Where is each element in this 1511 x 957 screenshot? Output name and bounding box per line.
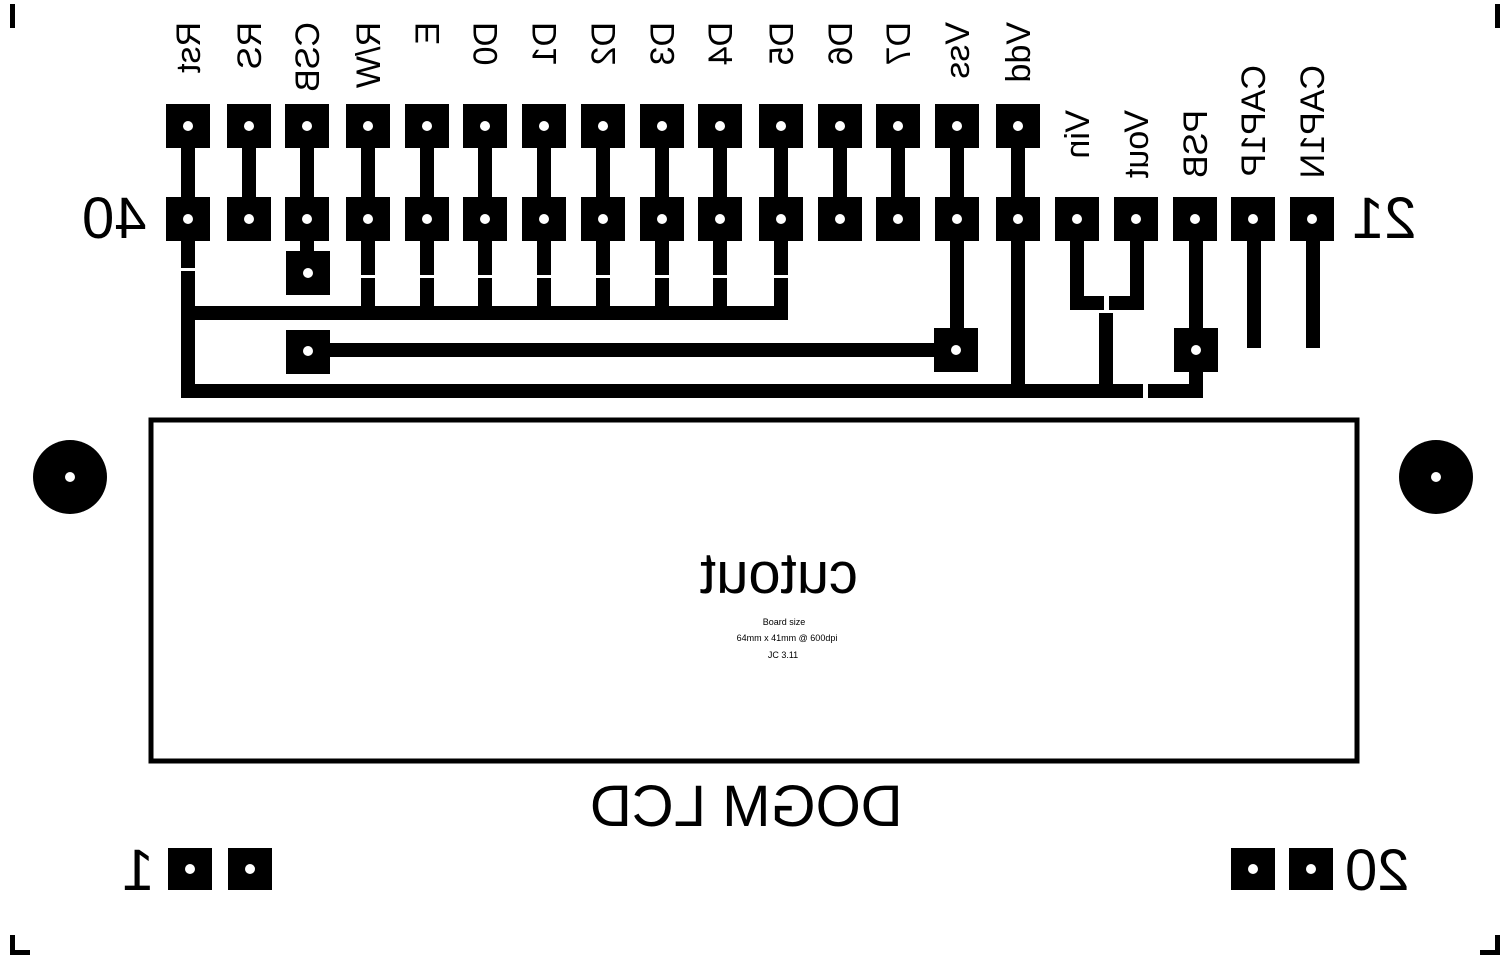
mounting-hole-right	[1399, 440, 1473, 514]
pad-31-drill	[715, 214, 725, 224]
pin-label-9: D4	[702, 22, 740, 65]
pad-35-drill	[480, 214, 490, 224]
pin-label-6: D1	[526, 22, 564, 65]
pin-label-12: D7	[880, 22, 918, 65]
pad-top-30-drill	[776, 121, 786, 131]
pin-label-text-7: D2	[585, 22, 623, 65]
pad-33-drill	[598, 214, 608, 224]
pad-top-40-drill	[183, 121, 193, 131]
pin-label-5: D0	[467, 22, 505, 65]
pad-37-drill	[363, 214, 373, 224]
pin-label-text-13: Vss	[939, 22, 977, 79]
pin-label-text-9: D4	[702, 22, 740, 65]
pad-21-drill	[1307, 214, 1317, 224]
pad-row-top	[166, 104, 1040, 148]
pad-top-28-drill	[893, 121, 903, 131]
pin-label-1: RS	[231, 22, 269, 69]
pad-29-drill	[835, 214, 845, 224]
pin-label-0: Rst	[170, 22, 208, 74]
pin-label-text-8: D3	[644, 22, 682, 65]
pin-label-13: Vss	[939, 22, 977, 79]
pin-label-text-17: PSB	[1177, 110, 1215, 178]
pad-39-drill	[244, 214, 254, 224]
extra-pads	[286, 251, 1218, 374]
bottom-pads-right	[1231, 848, 1333, 890]
pin-label-text-4: E	[409, 22, 447, 45]
pin-label-2: CSB	[289, 22, 327, 92]
pad-top-34-drill	[539, 121, 549, 131]
pin-label-11: D6	[822, 22, 860, 65]
pad-36-drill	[422, 214, 432, 224]
pin-label-text-11: D6	[822, 22, 860, 65]
pin-label-text-1: RS	[231, 22, 269, 69]
pad-28-drill	[893, 214, 903, 224]
pin-label-15: Vin	[1059, 110, 1097, 159]
pad-25-drill	[1072, 214, 1082, 224]
pad-40-drill	[183, 214, 193, 224]
pin-label-16: Vout	[1118, 110, 1156, 179]
pin-label-text-10: D5	[763, 22, 801, 65]
pad-top-33-drill	[598, 121, 608, 131]
display-cutout-outline	[148, 417, 1360, 764]
pad-top-29-drill	[835, 121, 845, 131]
bottom-pads-left	[168, 848, 272, 890]
pad-top-39-drill	[244, 121, 254, 131]
pin-number-40: 40	[82, 186, 147, 251]
board-dimensions: 64mm x 41mm @ 600dpi	[737, 633, 838, 643]
pin-label-4: E	[409, 22, 447, 45]
pad-row-middle	[166, 197, 1334, 241]
pin-label-text-3: R/W	[350, 22, 388, 88]
pad-top-32-drill	[657, 121, 667, 131]
pin-label-text-0: Rst	[170, 22, 208, 74]
pad-22-drill	[1248, 214, 1258, 224]
pin-label-8: D3	[644, 22, 682, 65]
pin-label-17: PSB	[1177, 110, 1215, 178]
corner-marks	[10, 4, 1500, 955]
pad-30-drill	[776, 214, 786, 224]
pin-label-19: CAP1N	[1294, 65, 1332, 178]
pad-top-35-drill	[480, 121, 490, 131]
pin-label-18: CAP1P	[1235, 65, 1273, 177]
pin-label-text-18: CAP1P	[1235, 65, 1273, 177]
pin-number-40-text: 40	[82, 186, 147, 251]
pin-number-21: 21	[1352, 186, 1417, 251]
pin-label-text-6: D1	[526, 22, 564, 65]
pin-label-text-16: Vout	[1118, 110, 1156, 179]
pad-24-drill	[1131, 214, 1141, 224]
pin-label-text-5: D0	[467, 22, 505, 65]
pin-number-21-text: 21	[1352, 186, 1417, 251]
pad-23-drill	[1190, 214, 1200, 224]
pin-label-text-14: Vdd	[1000, 22, 1038, 83]
pad-38-drill	[302, 214, 312, 224]
pad-32-drill	[657, 214, 667, 224]
pin-label-3: R/W	[350, 22, 388, 88]
board-title: DOGM LCD	[590, 774, 903, 839]
pad-26-drill	[1013, 214, 1023, 224]
pin-label-text-15: Vin	[1059, 110, 1097, 159]
pad-top-37-drill	[363, 121, 373, 131]
pin-label-text-19: CAP1N	[1294, 65, 1332, 178]
cutout-label: cutout	[700, 541, 858, 606]
pad-top-38-drill	[302, 121, 312, 131]
pin-label-7: D2	[585, 22, 623, 65]
pad-27-drill	[952, 214, 962, 224]
pad-top-26-drill	[1013, 121, 1023, 131]
pin-number-1: 1	[122, 838, 154, 903]
pad-top-27-drill	[952, 121, 962, 131]
pin-label-14: Vdd	[1000, 22, 1038, 83]
pad-34-drill	[539, 214, 549, 224]
pad-top-36-drill	[422, 121, 432, 131]
pad-top-31-drill	[715, 121, 725, 131]
pin-label-text-12: D7	[880, 22, 918, 65]
pin-label-text-2: CSB	[289, 22, 327, 92]
pin-label-10: D5	[763, 22, 801, 65]
revision-label: JC 3.11	[768, 650, 798, 660]
mounting-hole-left	[33, 440, 107, 514]
board-size-label: Board size	[763, 617, 806, 627]
pin-number-20-text: 20	[1345, 838, 1410, 903]
pin-number-1-text: 1	[122, 838, 154, 903]
pin-number-20: 20	[1345, 838, 1410, 903]
